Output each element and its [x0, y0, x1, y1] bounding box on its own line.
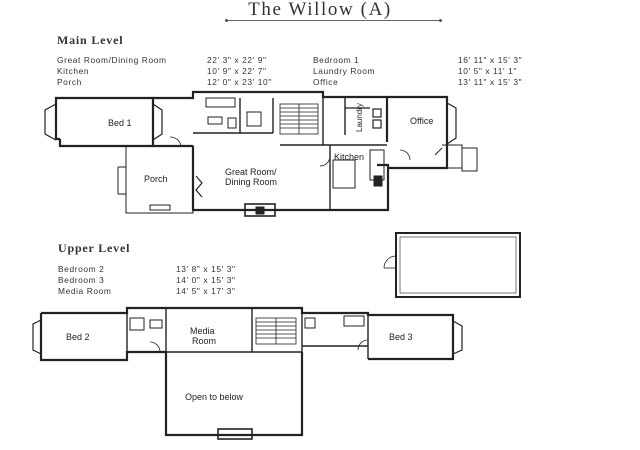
- bathtub-icon: [205, 97, 236, 108]
- room-size: 13' 11" x 15' 3": [458, 77, 523, 87]
- office-bay-window: [446, 102, 457, 145]
- door-swing-icon: [383, 255, 397, 269]
- room-label-office: Office: [410, 116, 433, 126]
- room-name: Bedroom 3: [58, 275, 105, 285]
- room-size: 14' 5" x 17' 3": [176, 286, 236, 296]
- shower-icon: [246, 111, 262, 127]
- room-name: Porch: [57, 77, 82, 87]
- window-icon: [217, 428, 253, 440]
- range-icon: [373, 175, 383, 187]
- vanity-icon: [304, 317, 316, 329]
- room-name: Kitchen: [57, 66, 90, 76]
- room-label-laundry: Laundry: [355, 103, 364, 132]
- plan-title: The Willow (A): [248, 0, 392, 20]
- bedroom-1-outline: [54, 96, 155, 148]
- laundry-room-outline: [345, 107, 382, 129]
- room-label-media-line1: Media: [190, 326, 215, 336]
- door-swing-icon: [319, 155, 331, 167]
- fireplace-firebox-icon: [255, 206, 265, 215]
- detached-room-inner-wall: [399, 236, 517, 294]
- interior-walls: [193, 97, 387, 210]
- door-swing-icon: [169, 136, 182, 147]
- room-label-media-line2: Room: [192, 336, 216, 346]
- room-label-kitchen: Kitchen: [334, 152, 364, 162]
- room-label-open-to-below: Open to below: [185, 392, 244, 402]
- room-size: 12' 0" x 23' 10": [207, 77, 272, 87]
- room-size: 14' 0" x 15' 3": [176, 275, 236, 285]
- room-label-porch: Porch: [144, 174, 168, 184]
- folding-door-icon: [195, 175, 203, 198]
- office-porch: [434, 144, 478, 172]
- room-label-bed2: Bed 2: [66, 332, 90, 342]
- detached-room-outline: [395, 232, 521, 298]
- stair-icon: [255, 317, 297, 345]
- room-size: 22' 3" x 22' 9": [207, 55, 267, 65]
- porch-outline: [117, 145, 194, 214]
- fireplace-icon: [244, 203, 276, 217]
- room-name: Office: [313, 77, 339, 87]
- room-size: 10' 5" x 11' 1": [458, 66, 517, 76]
- room-label-great-room-line2: Dining Room: [225, 177, 277, 187]
- room-name: Bedroom 1: [313, 55, 360, 65]
- room-size: 10' 9" x 22' 7": [207, 66, 267, 76]
- room-label-bed3: Bed 3: [389, 332, 413, 342]
- main-level-heading: Main Level: [57, 33, 124, 47]
- room-label-bed1: Bed 1: [108, 118, 132, 128]
- upper-interior-walls: [126, 308, 369, 359]
- room-name: Bedroom 2: [58, 264, 105, 274]
- door-swing-icon: [399, 149, 411, 161]
- door-swing-icon: [149, 341, 161, 353]
- room-label-great-room-line1: Great Room/: [225, 167, 277, 177]
- bay-window: [32, 319, 463, 355]
- room-size: 16' 11" x 15' 3": [458, 55, 523, 65]
- title-divider: [225, 19, 442, 22]
- room-size: 13' 8" x 15' 3": [176, 264, 236, 274]
- room-name: Media Room: [58, 286, 112, 296]
- toilet-icon: [227, 117, 237, 129]
- door-swing-icon: [357, 339, 369, 351]
- stair-icon: [279, 103, 319, 135]
- vanity-icon: [207, 116, 223, 125]
- bay-window: [44, 103, 163, 141]
- upper-level-heading: Upper Level: [58, 241, 131, 255]
- toilet-icon: [149, 319, 163, 329]
- room-name: Laundry Room: [313, 66, 376, 76]
- upper-exterior-walls: [39, 306, 455, 437]
- shower-icon: [129, 317, 145, 331]
- kitchen-island-icon: [332, 159, 356, 189]
- bathtub-icon: [343, 315, 365, 327]
- office-outline: [387, 95, 449, 170]
- room-name: Great Room/Dining Room: [57, 55, 167, 65]
